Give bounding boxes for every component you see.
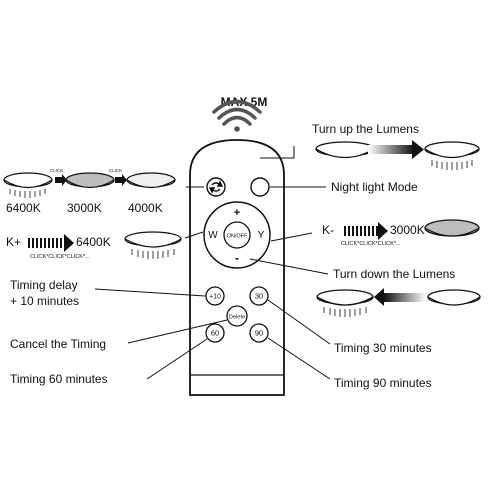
night-light-label: Night light Mode — [331, 180, 418, 194]
ceiling-lamp-bright-2 — [316, 289, 374, 317]
power-button[interactable]: ON/OFF — [223, 221, 251, 249]
ceiling-lamp-dim — [315, 141, 375, 159]
k-minus-target: 3000K — [390, 223, 425, 237]
timing-delay-line1: Timing delay — [10, 278, 78, 292]
brightness-down-button[interactable]: - — [235, 251, 239, 265]
arrow-right-stripes — [28, 234, 74, 252]
timing-30-label: Timing 30 minutes — [334, 341, 432, 355]
lamp-k-plus — [124, 231, 182, 259]
ceiling-lamp-bright — [424, 141, 480, 170]
mode-4000k-label: 4000K — [128, 201, 163, 215]
timer-plus10-button[interactable]: +10 — [205, 286, 225, 306]
delete-label: Delete — [229, 315, 246, 321]
power-label: ON/OFF — [227, 234, 248, 240]
lamp-6400k — [3, 172, 53, 198]
warm-button[interactable]: W — [208, 230, 218, 241]
callout-lines — [94, 146, 331, 380]
cool-button[interactable]: Y — [258, 230, 265, 241]
click-label-2: CLICK — [109, 168, 122, 173]
ceiling-lamp-warm — [424, 219, 480, 237]
turn-up-label: Turn up the Lumens — [312, 122, 419, 136]
brightness-up-button[interactable]: + — [234, 207, 240, 219]
delete-timer-button[interactable]: Delete — [226, 305, 248, 327]
timing-90-label: Timing 90 minutes — [334, 376, 432, 390]
ceiling-lamp-dim-2 — [427, 289, 481, 306]
night-light-button[interactable] — [250, 177, 270, 197]
arrow-right-icon — [55, 174, 67, 186]
timer-plus10-label: +10 — [209, 294, 221, 301]
refresh-icon — [208, 180, 224, 194]
timing-delay-line2: + 10 minutes — [10, 294, 79, 308]
k-plus-prefix: K+ — [6, 235, 21, 249]
mode-3000k-label: 3000K — [67, 201, 102, 215]
timer-30-button[interactable]: 30 — [249, 286, 269, 306]
signal-icon — [212, 99, 262, 132]
arrow-right-stripes — [344, 222, 388, 240]
timer-90-button[interactable]: 90 — [249, 323, 269, 343]
arrow-left-gradient — [374, 288, 426, 306]
cancel-timing-label: Cancel the Timing — [10, 337, 106, 351]
timing-60-label: Timing 60 minutes — [10, 372, 108, 386]
k-plus-clicks: CLICK*CLICK*CLICK*... — [30, 254, 90, 260]
click-label-1: CLICK — [50, 168, 63, 173]
mode-6400k-label: 6400K — [6, 201, 41, 215]
k-minus-prefix: K- — [322, 223, 334, 237]
timer-60-label: 60 — [211, 329, 219, 338]
k-minus-clicks: CLICK*CLICK*CLICK*... — [341, 241, 401, 247]
arrow-right-icon — [115, 174, 127, 186]
lamp-4000k — [126, 172, 176, 189]
timer-60-button[interactable]: 60 — [205, 323, 225, 343]
turn-down-label: Turn down the Lumens — [333, 267, 455, 281]
lamp-3000k — [65, 172, 115, 189]
timer-30-label: 30 — [255, 292, 263, 301]
k-plus-target: 6400K — [76, 235, 111, 249]
mode-cycle-button[interactable] — [206, 177, 226, 197]
arrow-right-gradient — [368, 140, 424, 159]
timer-90-label: 90 — [255, 329, 263, 338]
